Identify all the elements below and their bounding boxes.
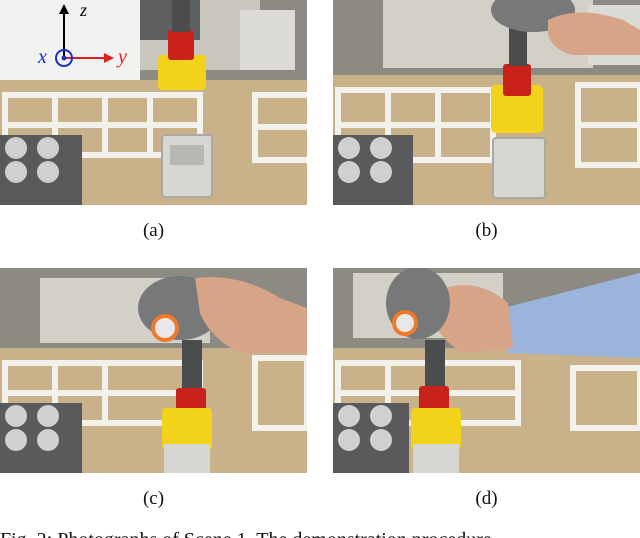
gray-box <box>164 444 210 473</box>
yellow-fixture <box>491 85 543 133</box>
caption-c: (c) <box>142 488 165 509</box>
yellow-fixture <box>162 408 212 450</box>
x-axis-symbol <box>55 49 73 67</box>
photo-panel-b <box>333 0 640 205</box>
z-axis-label: z <box>79 0 87 20</box>
photo-b-scene <box>333 0 640 205</box>
photo-panel-c <box>0 268 307 473</box>
figure-caption: Fig. 2: Photographs of Scene 1. The demo… <box>0 528 640 538</box>
caption-a: (a) <box>142 220 165 241</box>
red-part <box>419 386 449 414</box>
photo-c-scene <box>0 268 307 473</box>
y-axis-label: y <box>116 46 127 68</box>
x-axis-label: x <box>37 46 47 68</box>
operator-hand <box>195 277 307 353</box>
photo-panel-d <box>333 268 640 473</box>
caption-b: (b) <box>475 220 498 241</box>
operator-sleeve <box>503 273 640 358</box>
operator-hand <box>433 285 513 353</box>
operator-hand <box>548 12 640 55</box>
photo-a-scene: z x y <box>0 0 307 205</box>
photo-d-scene <box>333 268 640 473</box>
red-part <box>503 64 531 96</box>
yellow-fixture <box>158 55 206 90</box>
yellow-fixture <box>411 408 461 450</box>
workspace-frame <box>2 92 307 163</box>
red-part <box>168 30 194 60</box>
figure-caption-text: Fig. 2: Photographs of Scene 1. The demo… <box>0 528 640 538</box>
gray-box <box>413 444 459 473</box>
caption-d: (d) <box>475 488 498 509</box>
gray-box <box>492 137 546 199</box>
axes-inset: z x y <box>0 0 140 80</box>
gray-box <box>161 134 213 198</box>
photo-panel-a: z x y <box>0 0 307 205</box>
